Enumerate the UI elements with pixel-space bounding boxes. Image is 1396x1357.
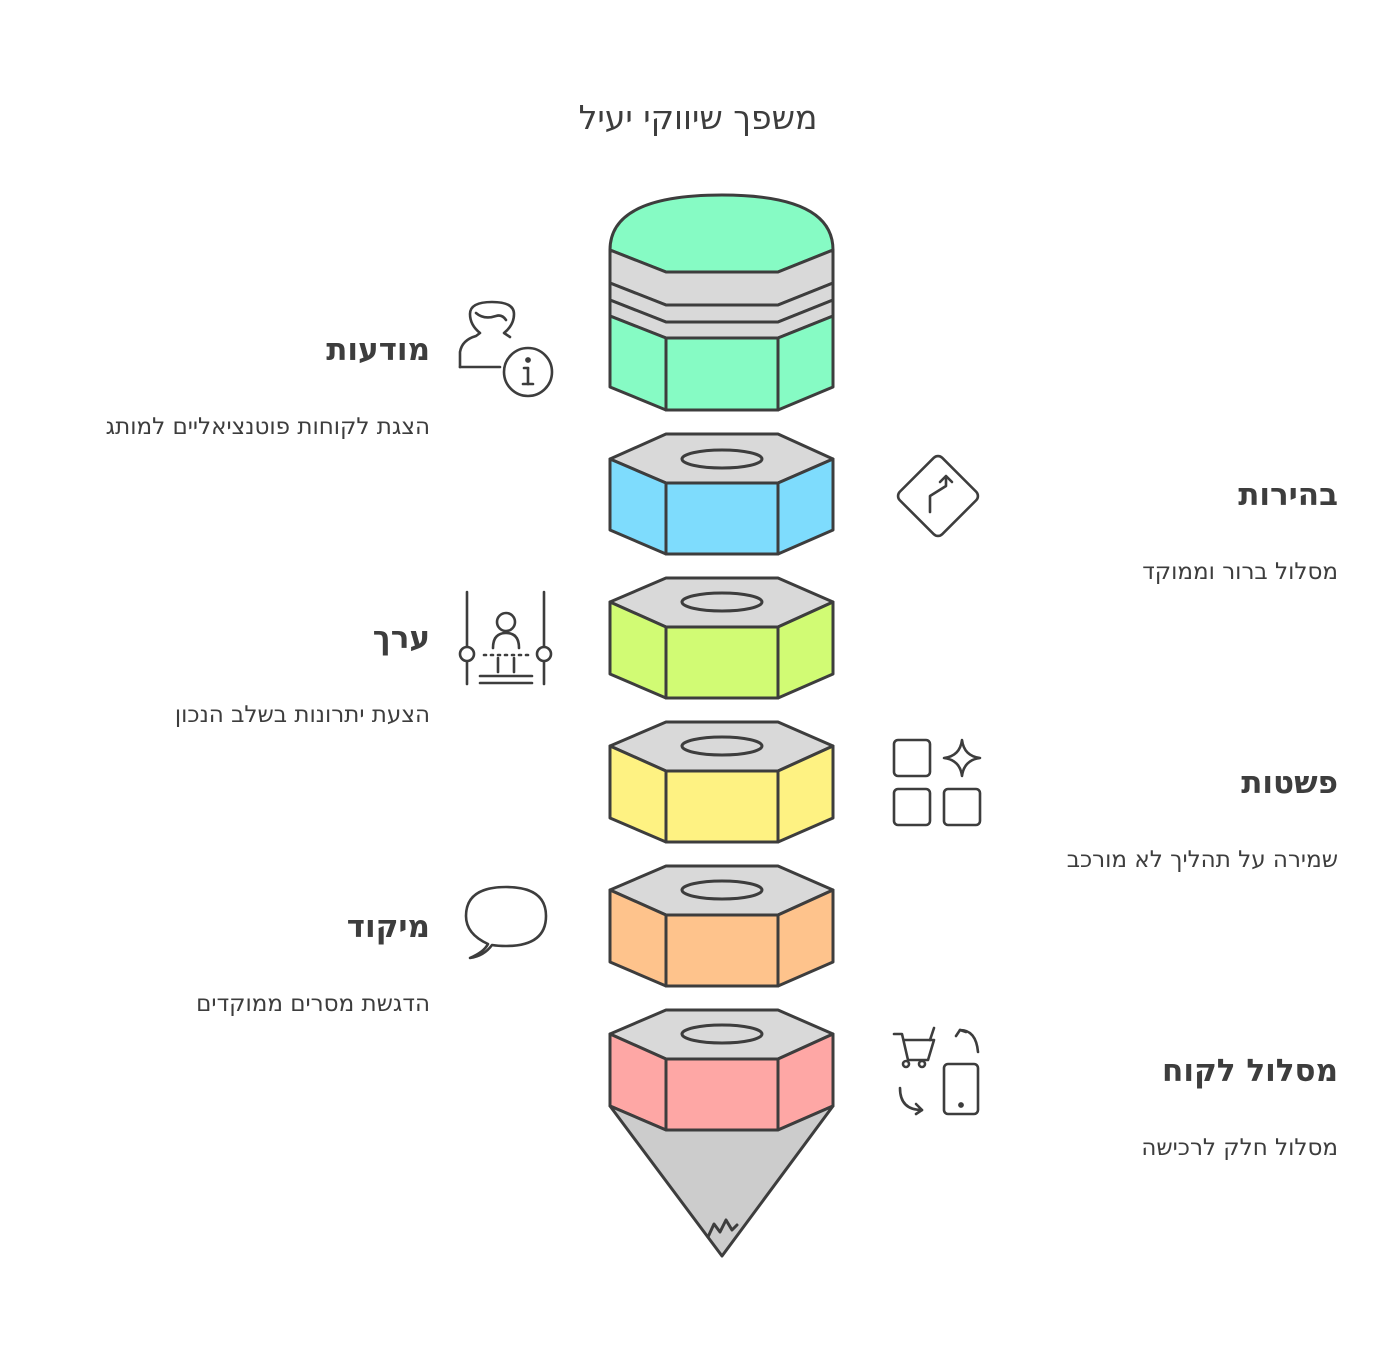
stage-description-focus: הדגשת מסרים ממוקדים: [196, 991, 430, 1017]
nut-right: [776, 744, 835, 844]
stage-label-focus: מיקוד הדגשת מסרים ממוקדים: [196, 907, 430, 1019]
stage-description-simplicity: שמירה על תהליך לא מורכב: [1066, 847, 1338, 873]
stage-description-customer-path: מסלול חלק לרכישה: [1141, 1135, 1338, 1161]
funnel-segment-focus: [608, 864, 835, 988]
stage-heading-clarity: בהירות: [1238, 477, 1338, 513]
nut-hole: [680, 448, 764, 470]
user-info-icon: [458, 300, 554, 398]
stage-heading-focus: מיקוד: [346, 909, 430, 945]
diagram-title: משפך שיווקי יעיל: [578, 98, 818, 137]
nut-hole: [680, 591, 764, 613]
funnel-tip: [608, 1104, 835, 1258]
stage-label-customer-path: מסלול לקוח מסלול חלק לרכישה: [1008, 1051, 1338, 1163]
presenter-stage-icon: [458, 590, 553, 686]
stage-description-clarity: מסלול ברור וממוקד: [1142, 559, 1338, 585]
funnel-segment-clarity: [608, 432, 835, 556]
road-sign-icon: [896, 454, 980, 538]
funnel-segment-simplicity: [608, 720, 835, 844]
nut-hole: [680, 735, 764, 757]
nut-front: [664, 481, 780, 556]
nut-right: [776, 888, 835, 988]
body-front: [664, 336, 780, 412]
stage-heading-awareness: מודעות: [326, 332, 430, 368]
funnel-segment-customer-path: [608, 1008, 835, 1132]
stage-description-value: הצעת יתרונות בשלב הנכון: [174, 702, 430, 728]
cart-phone-cycle-icon: [892, 1026, 980, 1116]
nut-right: [776, 457, 835, 556]
speech-bubble-icon: [464, 885, 548, 960]
funnel-segment-awareness: [608, 193, 835, 412]
body-right: [776, 314, 835, 412]
apps-sparkle-icon: [892, 738, 982, 827]
stage-heading-simplicity: פשטות: [1241, 765, 1338, 801]
stage-label-clarity: בהירות מסלול ברור וממוקד: [1008, 475, 1338, 587]
nut-front: [664, 769, 780, 844]
funnel-segment-value: [608, 576, 835, 700]
stage-label-value: ערך הצעת יתרונות בשלב הנכון: [175, 618, 430, 730]
nut-right: [776, 600, 835, 700]
nut-hole: [680, 1023, 764, 1045]
nut-front: [664, 1057, 780, 1132]
nut-hole: [680, 879, 764, 901]
dome-top: [608, 193, 835, 274]
stage-heading-value: ערך: [372, 620, 430, 656]
stage-description-awareness: הצגת לקוחות פוטנציאליים למותג: [105, 414, 430, 440]
nut-front: [664, 625, 780, 700]
stage-heading-customer-path: מסלול לקוח: [1162, 1053, 1338, 1089]
stage-label-awareness: מודעות הצגת לקוחות פוטנציאליים למותג: [106, 330, 430, 442]
stage-label-simplicity: פשטות שמירה על תהליך לא מורכב: [1008, 763, 1338, 875]
nut-front: [664, 913, 780, 988]
